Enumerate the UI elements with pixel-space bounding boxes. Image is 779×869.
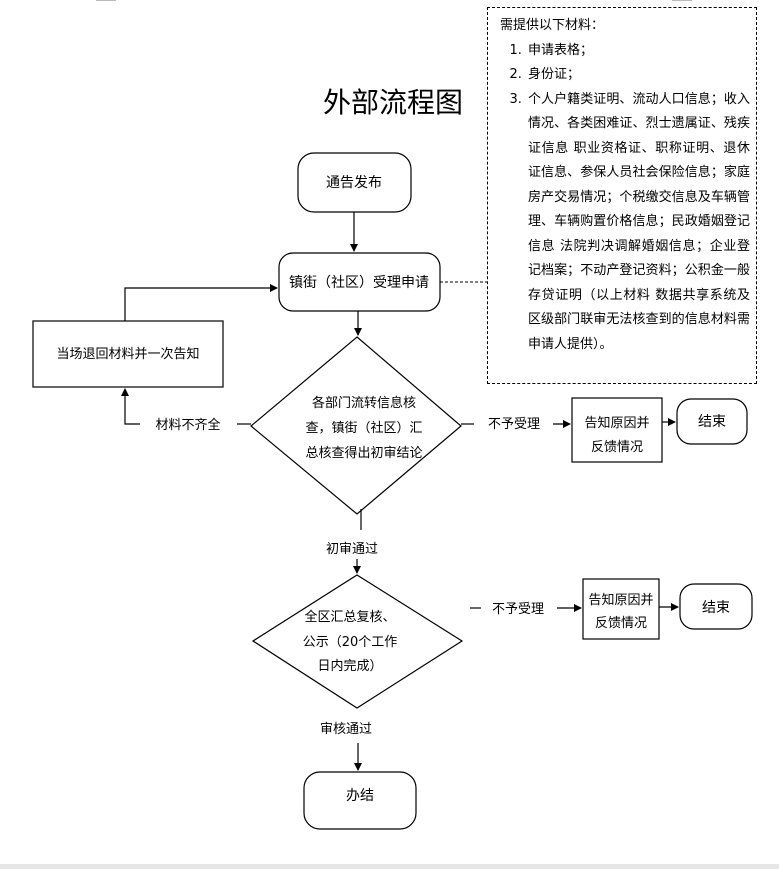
inform-2-node-shape — [582, 578, 660, 640]
end-2-node-label: 结束 — [702, 600, 730, 616]
edge-preliminary-label: 初审通过 — [326, 542, 378, 557]
materials-list: 申请表格； 身份证； 个人户籍类证明、流动人口信息；收入情况、各类困难证、烈士遗… — [500, 39, 750, 358]
materials-item-1: 申请表格； — [526, 39, 750, 64]
review-decision-line-1: 全区汇总复核、 — [304, 609, 395, 625]
inform-1-node-shape — [571, 397, 663, 463]
edge-incomplete-label: 材料不齐全 — [155, 417, 220, 433]
return-node-shape — [32, 320, 224, 388]
check-decision-line-2: 查，镇街（社区）汇 — [305, 420, 422, 436]
materials-note-heading: 需提供以下材料： — [500, 18, 605, 33]
edge-reject-1-label: 不予受理 — [488, 417, 540, 432]
top-edge-mark-right — [672, 0, 692, 3]
window-bottom-edge — [0, 864, 779, 869]
review-decision-shape — [251, 574, 464, 709]
materials-item-2: 身份证； — [526, 63, 750, 88]
inform-2-line-1: 告知原因并 — [588, 592, 653, 608]
arrow-return-to-accept — [124, 284, 278, 321]
end-1-node-label: 结束 — [698, 414, 726, 430]
inform-1-line-2: 反馈情况 — [591, 440, 643, 455]
finish-node-shape — [303, 771, 417, 830]
review-decision-line-2: 公示（20个工作 — [303, 635, 398, 650]
review-decision-line-3: 日内完成） — [317, 658, 382, 674]
check-decision-line-1: 各部门流转信息核 — [312, 395, 416, 411]
edge-review-pass-label: 审核通过 — [320, 722, 372, 737]
inform-1-line-1: 告知原因并 — [584, 415, 649, 431]
end-2-node-shape — [679, 583, 753, 630]
finish-node-label: 办结 — [346, 788, 374, 804]
top-edge-mark-left — [96, 0, 116, 3]
check-decision-line-3: 总核查得出初审结论 — [305, 445, 422, 461]
materials-note: 需提供以下材料： 申请表格； 身份证； 个人户籍类证明、流动人口信息；收入情况、… — [500, 14, 750, 357]
materials-note-box — [487, 7, 757, 384]
arrow-incomplete-to-return — [121, 388, 140, 425]
inform-2-line-2: 反馈情况 — [595, 616, 647, 631]
return-node-label: 当场退回材料并一次告知 — [56, 346, 199, 362]
materials-item-3: 个人户籍类证明、流动人口信息；收入情况、各类困难证、烈士遗属证、残疾证信息 职业… — [526, 88, 750, 358]
edge-reject-2-label: 不予受理 — [492, 602, 544, 617]
accept-node-label: 镇街（社区）受理申请 — [289, 275, 429, 291]
end-1-node-shape — [676, 398, 748, 445]
check-decision-shape — [250, 336, 462, 515]
notice-node-label: 通告发布 — [326, 175, 382, 191]
page-title: 外部流程图 — [323, 86, 463, 119]
